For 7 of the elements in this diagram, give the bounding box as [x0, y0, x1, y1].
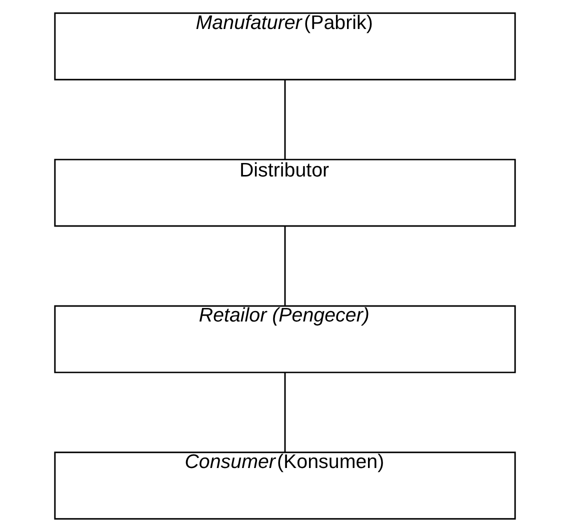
connector	[284, 80, 286, 160]
node-box: Consumer(Konsumen)	[54, 452, 516, 520]
node-box: Retailor (Pengecer)	[54, 305, 516, 374]
node-box: Distributor	[54, 158, 516, 227]
connector	[284, 226, 286, 306]
connector	[284, 372, 286, 452]
node-box: Manufaturer(Pabrik)	[54, 12, 516, 80]
